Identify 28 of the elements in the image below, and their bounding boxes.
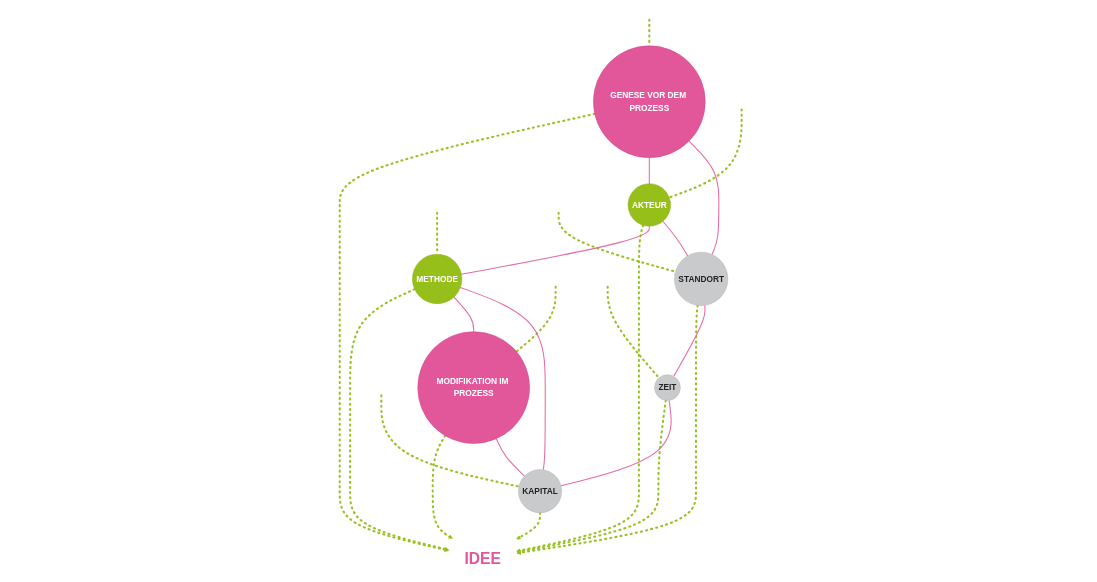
arrow (516, 399, 667, 554)
connector (606, 285, 660, 379)
node-circle: STANDORT (674, 251, 729, 306)
node-text: IDEE (464, 549, 501, 567)
connector (560, 399, 672, 487)
node-circle: ZEIT (654, 374, 681, 401)
connector (380, 394, 520, 488)
connector (648, 157, 650, 185)
connector (495, 438, 526, 477)
node-circle: GENESE VOR DEM PROZESS (593, 45, 706, 158)
connector (668, 108, 743, 199)
arrow (516, 304, 699, 555)
arrow (516, 224, 645, 553)
connector (673, 304, 706, 377)
node-circle: KAPITAL (518, 469, 562, 514)
connector (557, 211, 677, 273)
arrow (431, 434, 453, 539)
connector (662, 220, 689, 257)
connector (459, 286, 546, 471)
node-circle: METHODE (412, 253, 463, 304)
node-circle: MODIFIKATION IM PROZESS (417, 331, 530, 444)
connector (688, 140, 720, 255)
arrow (338, 112, 596, 552)
connector (453, 296, 475, 333)
node-circle: AKTEUR (627, 183, 671, 227)
arrow (516, 511, 542, 540)
connector (460, 225, 650, 275)
connector (515, 285, 557, 353)
